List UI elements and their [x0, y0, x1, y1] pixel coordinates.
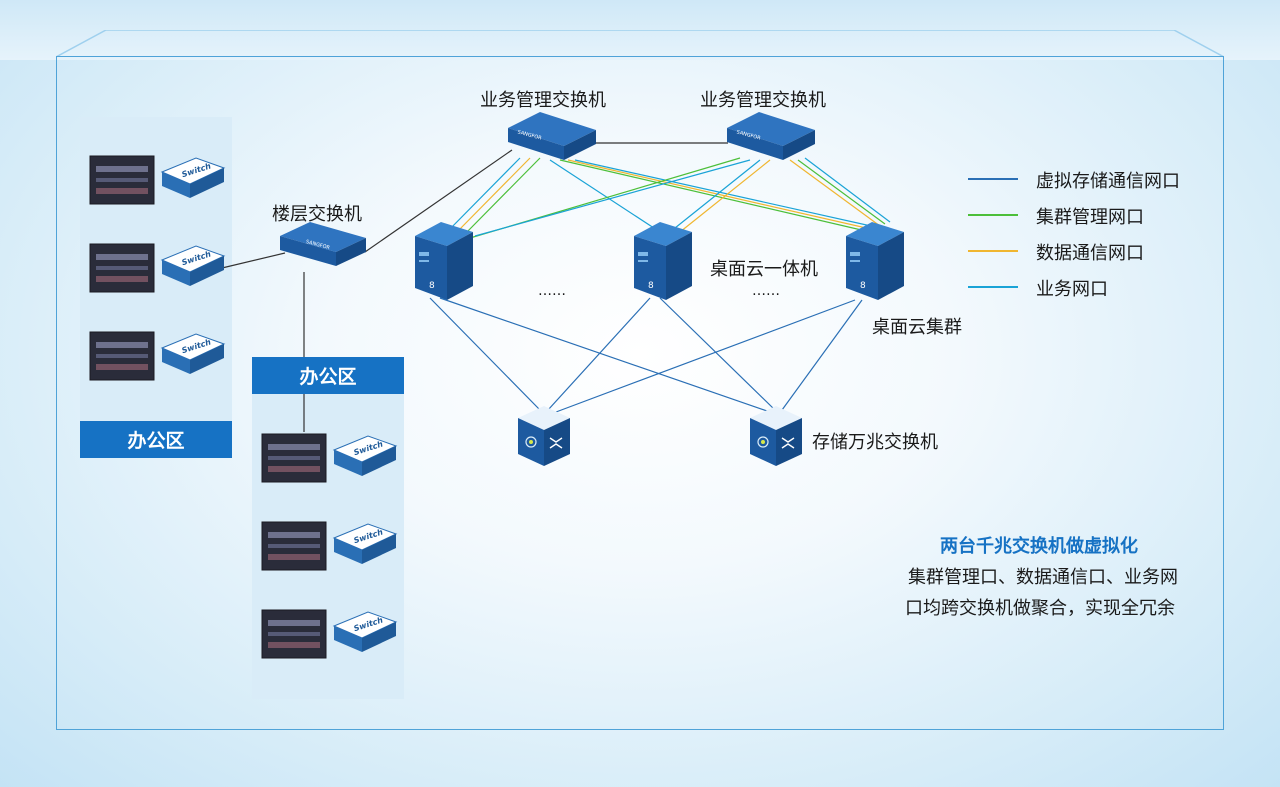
legend-label-data-comm: 数据通信网口 — [1036, 243, 1144, 264]
storage-switch-icon — [518, 406, 570, 466]
all-in-one-label: 桌面云一体机 — [710, 259, 818, 280]
office-zone-right-label: 办公区 — [252, 357, 404, 394]
mgmt-switch-2-label: 业务管理交换机 — [700, 90, 826, 111]
monitor-icon — [261, 609, 327, 659]
note-line-1: 集群管理口、数据通信口、业务网 — [908, 567, 1178, 588]
switch-icon: Switch — [332, 523, 398, 564]
server-icon: 8 — [634, 222, 692, 300]
ellipsis-2: …… — [752, 283, 780, 299]
note-title: 两台千兆交换机做虚拟化 — [940, 536, 1138, 557]
mgmt-switch-1-label: 业务管理交换机 — [480, 90, 606, 111]
switch-icon: Switch — [332, 435, 398, 476]
switch-icon: Switch — [332, 611, 398, 652]
svg-text:8: 8 — [429, 281, 435, 291]
legend-label-virtual-storage: 虚拟存储通信网口 — [1036, 171, 1180, 192]
switch-icon: Switch — [160, 333, 226, 374]
legend-line-data-comm — [968, 250, 1018, 252]
legend-line-virtual-storage — [968, 178, 1018, 180]
storage-switch-label: 存储万兆交换机 — [812, 432, 938, 453]
mgmt-switch-1-icon: SANGFOR — [508, 112, 596, 160]
monitor-icon — [261, 521, 327, 571]
monitor-icon — [89, 243, 155, 293]
switch-icon: Switch — [160, 157, 226, 198]
ellipsis-1: …… — [538, 283, 566, 299]
storage-switch-icon — [750, 406, 802, 466]
legend-label-cluster-mgmt: 集群管理网口 — [1036, 207, 1144, 228]
legend-label-business: 业务网口 — [1036, 279, 1108, 300]
diagram-frame — [56, 56, 1224, 730]
cluster-label: 桌面云集群 — [872, 317, 962, 338]
switch-icon: Switch — [160, 245, 226, 286]
svg-text:8: 8 — [648, 281, 654, 291]
floor-switch-label: 楼层交换机 — [272, 204, 362, 225]
frame-top-bevel — [56, 30, 1224, 58]
monitor-icon — [89, 331, 155, 381]
legend-line-business — [968, 286, 1018, 288]
server-icon: 8 — [415, 222, 473, 300]
monitor-icon — [261, 433, 327, 483]
svg-text:8: 8 — [860, 281, 866, 291]
mgmt-switch-2-icon: SANGFOR — [727, 112, 815, 160]
server-icon: 8 — [846, 222, 904, 300]
workstation-group-right: Switch Switch Switch — [261, 433, 398, 659]
floor-switch-icon: SANGFOR — [280, 222, 366, 266]
note-line-2: 口均跨交换机做聚合，实现全冗余 — [905, 598, 1175, 619]
workstation-group-left: Switch Switch Switch — [89, 155, 226, 381]
monitor-icon — [89, 155, 155, 205]
legend-line-cluster-mgmt — [968, 214, 1018, 216]
office-zone-left-label: 办公区 — [80, 421, 232, 458]
